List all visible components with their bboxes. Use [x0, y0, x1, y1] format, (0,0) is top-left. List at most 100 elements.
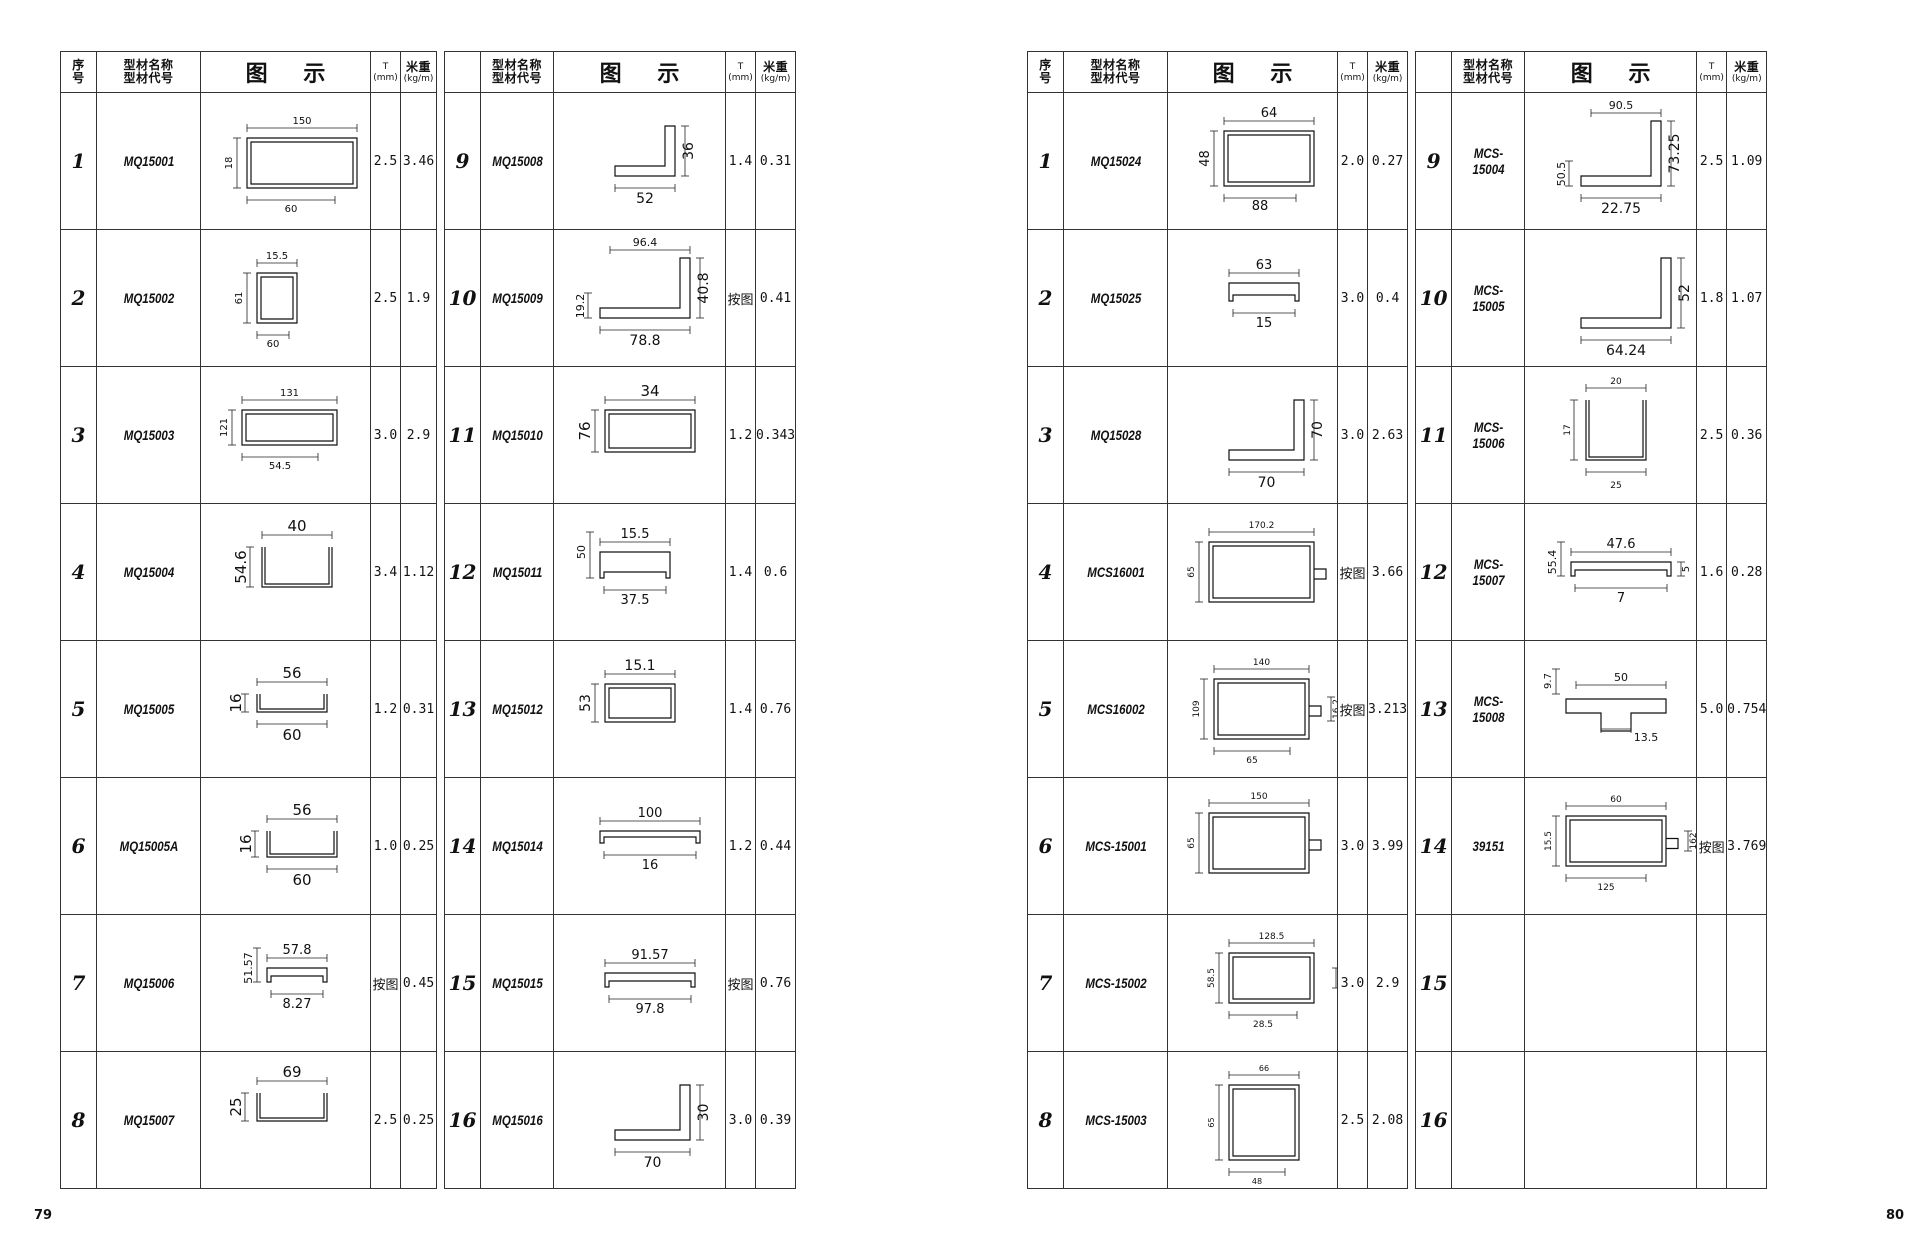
drawing-header-label: 图 示	[245, 61, 340, 87]
profile-outline	[1227, 399, 1305, 461]
profile-outline	[1570, 561, 1672, 577]
profile-code: MQ15011	[486, 503, 548, 641]
profile-code: MQ15001	[105, 92, 192, 230]
dimension-label: 55.4	[1546, 550, 1559, 575]
dimension-label: 15.5	[620, 527, 649, 542]
profile-outline	[265, 967, 328, 983]
profile-outline	[598, 551, 671, 579]
row-number: 3	[1027, 366, 1064, 504]
column-separator	[1407, 914, 1417, 1052]
dimension-label: 125	[1597, 883, 1614, 893]
header-profile-name: 型材名称型材代号	[1451, 51, 1526, 93]
row-number: 4	[1027, 503, 1064, 641]
header-thickness: T(mm)	[370, 51, 401, 93]
dimension-label: 50	[1614, 671, 1628, 684]
column-separator	[436, 914, 445, 1052]
weight-value: 0.41	[754, 229, 797, 367]
dimension-label: 58.5	[1207, 968, 1217, 988]
row-number: 16	[444, 1051, 481, 1189]
dimension-label: 100	[637, 806, 662, 821]
thickness-value: 3.0	[1337, 366, 1368, 504]
thickness-value: 2.5	[1696, 92, 1728, 230]
profile-code: MQ15024	[1072, 92, 1159, 230]
header-thickness: T(mm)	[1337, 51, 1368, 93]
profile-outline	[245, 137, 358, 189]
weight-value	[1726, 914, 1768, 1052]
thickness-value: 3.0	[1337, 914, 1368, 1052]
profile-code: MQ15015	[486, 914, 548, 1052]
name-header-line: 型材代号	[491, 71, 542, 85]
row-number: 6	[1027, 777, 1064, 915]
weight-header-line: (kg/m)	[1731, 73, 1762, 84]
drawing-header-label: 图 示	[599, 61, 694, 87]
column-separator	[1407, 51, 1417, 93]
profile-outline	[1207, 812, 1310, 874]
profile-code: MQ15012	[486, 640, 548, 778]
profile-drawing-svg: 170.265	[1187, 521, 1327, 603]
profile-outline	[1227, 952, 1315, 1004]
row-number: 15	[1415, 914, 1453, 1052]
weight-header-line: 米重	[1375, 59, 1401, 74]
drawing-header-label: 图 示	[1212, 61, 1307, 87]
weight-value: 1.9	[400, 229, 437, 367]
profile-code: MCS-15001	[1072, 777, 1159, 915]
profile-outline	[1565, 815, 1667, 867]
profile-outline	[1212, 678, 1310, 740]
dimension-label: 109	[1192, 700, 1202, 717]
dimension-label: 60	[292, 871, 311, 889]
dimension-label: 60	[282, 726, 301, 744]
column-separator	[436, 51, 445, 93]
dimension-label: 78.8	[629, 333, 660, 349]
weight-header-line: 米重	[763, 59, 789, 74]
dimension-label: 37.5	[620, 593, 649, 608]
profile-outline	[1207, 541, 1315, 603]
weight-value: 2.9	[1366, 914, 1409, 1052]
weight-value: 0.36	[1726, 366, 1768, 504]
profile-drawing-svg: 40.878.819.296.4	[574, 236, 712, 349]
profile-code: MCS16001	[1072, 503, 1159, 641]
dimension-label: 56	[292, 801, 311, 819]
thickness-value: 2.5	[370, 229, 401, 367]
profile-outline	[1227, 282, 1300, 302]
weight-value: 3.66	[1366, 503, 1409, 641]
dimension-label: 96.4	[632, 236, 657, 249]
profile-code: MQ15009	[486, 229, 548, 367]
row-number: 16	[1415, 1051, 1453, 1189]
header-weight: 米重(kg/m)	[400, 51, 437, 93]
dimension-label: 63	[1255, 258, 1272, 273]
profile-code: MQ15025	[1072, 229, 1159, 367]
dimension-label: 28.5	[1252, 1020, 1272, 1030]
dimension-label: 88	[1251, 199, 1268, 214]
seq-header-line: 号	[72, 71, 85, 85]
profile-outline	[260, 547, 333, 588]
header-thickness: T(mm)	[725, 51, 756, 93]
dimension-label: 66	[1258, 1064, 1268, 1073]
row-number: 2	[60, 229, 97, 367]
thickness-value: 3.0	[370, 366, 401, 504]
row-number: 13	[444, 640, 481, 778]
dimension-label: 53	[578, 694, 594, 712]
profile-outline	[603, 972, 696, 988]
name-header-line: 型材名称	[1463, 58, 1514, 72]
dimension-label: 69	[282, 1063, 301, 1081]
seq-header-line: 序	[1039, 58, 1052, 72]
